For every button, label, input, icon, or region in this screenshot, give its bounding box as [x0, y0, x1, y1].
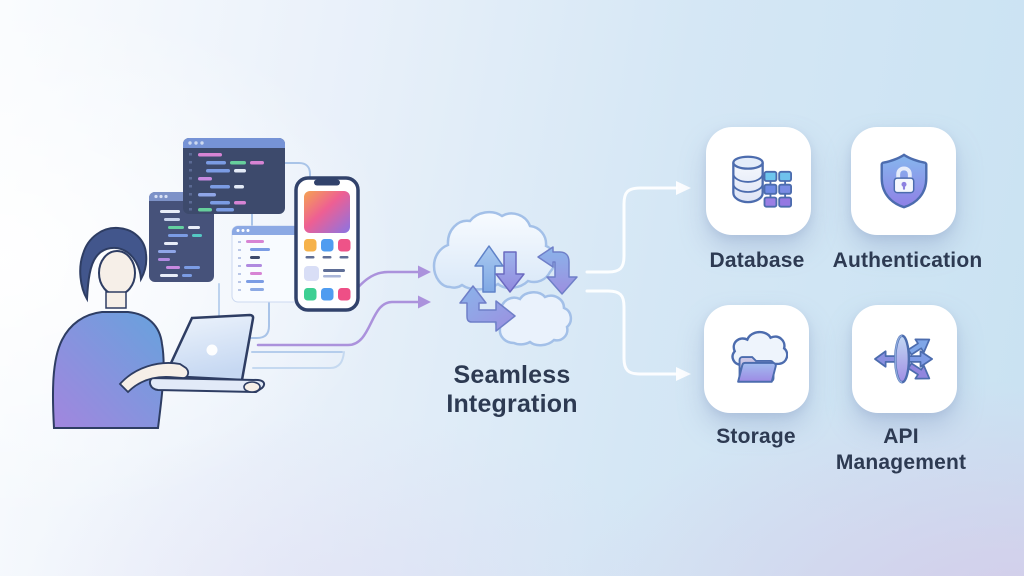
service-card-storage	[704, 305, 809, 413]
laptop-logo	[206, 344, 218, 356]
code-lines	[158, 210, 202, 277]
service-card-api-management	[852, 305, 957, 413]
code-lines	[189, 153, 264, 212]
cloud-sync-icon	[432, 210, 578, 347]
title-line-1: Seamless	[453, 361, 571, 389]
developer-illustration	[51, 226, 266, 429]
service-label-api-management: API Management	[835, 425, 967, 474]
branch-line-storage	[585, 289, 691, 381]
service-card-database	[706, 127, 811, 235]
service-card-authentication	[851, 127, 956, 235]
download-arrow	[495, 251, 525, 293]
arm-hand	[118, 362, 190, 394]
service-label-database: Database	[709, 249, 805, 272]
cloud-folder-icon	[730, 330, 788, 383]
shield-lock-icon	[880, 153, 927, 209]
branch-line-database	[585, 181, 691, 274]
code-window-1	[183, 138, 285, 214]
connector-lines	[205, 162, 345, 369]
center-title: Seamless Integration	[402, 361, 622, 419]
app-icons	[304, 239, 351, 301]
face	[98, 250, 136, 296]
neck	[105, 291, 127, 309]
app-banner	[304, 191, 350, 233]
api-branch-icon	[873, 334, 933, 384]
service-label-storage: Storage	[716, 425, 796, 448]
right-hand	[243, 381, 261, 393]
service-label-authentication: Authentication	[832, 249, 983, 272]
flow-arrow-lower	[256, 295, 431, 347]
sync-elbow-arrow	[459, 285, 516, 332]
sync-hook-arrow	[537, 246, 578, 295]
database-icon	[731, 155, 792, 208]
laptop	[149, 313, 266, 394]
smartphone	[294, 176, 360, 312]
code-lines	[238, 240, 270, 291]
branch-lines	[585, 181, 691, 381]
hair	[79, 226, 148, 303]
upload-arrow	[474, 245, 504, 293]
title-line-2: Integration	[446, 390, 578, 418]
